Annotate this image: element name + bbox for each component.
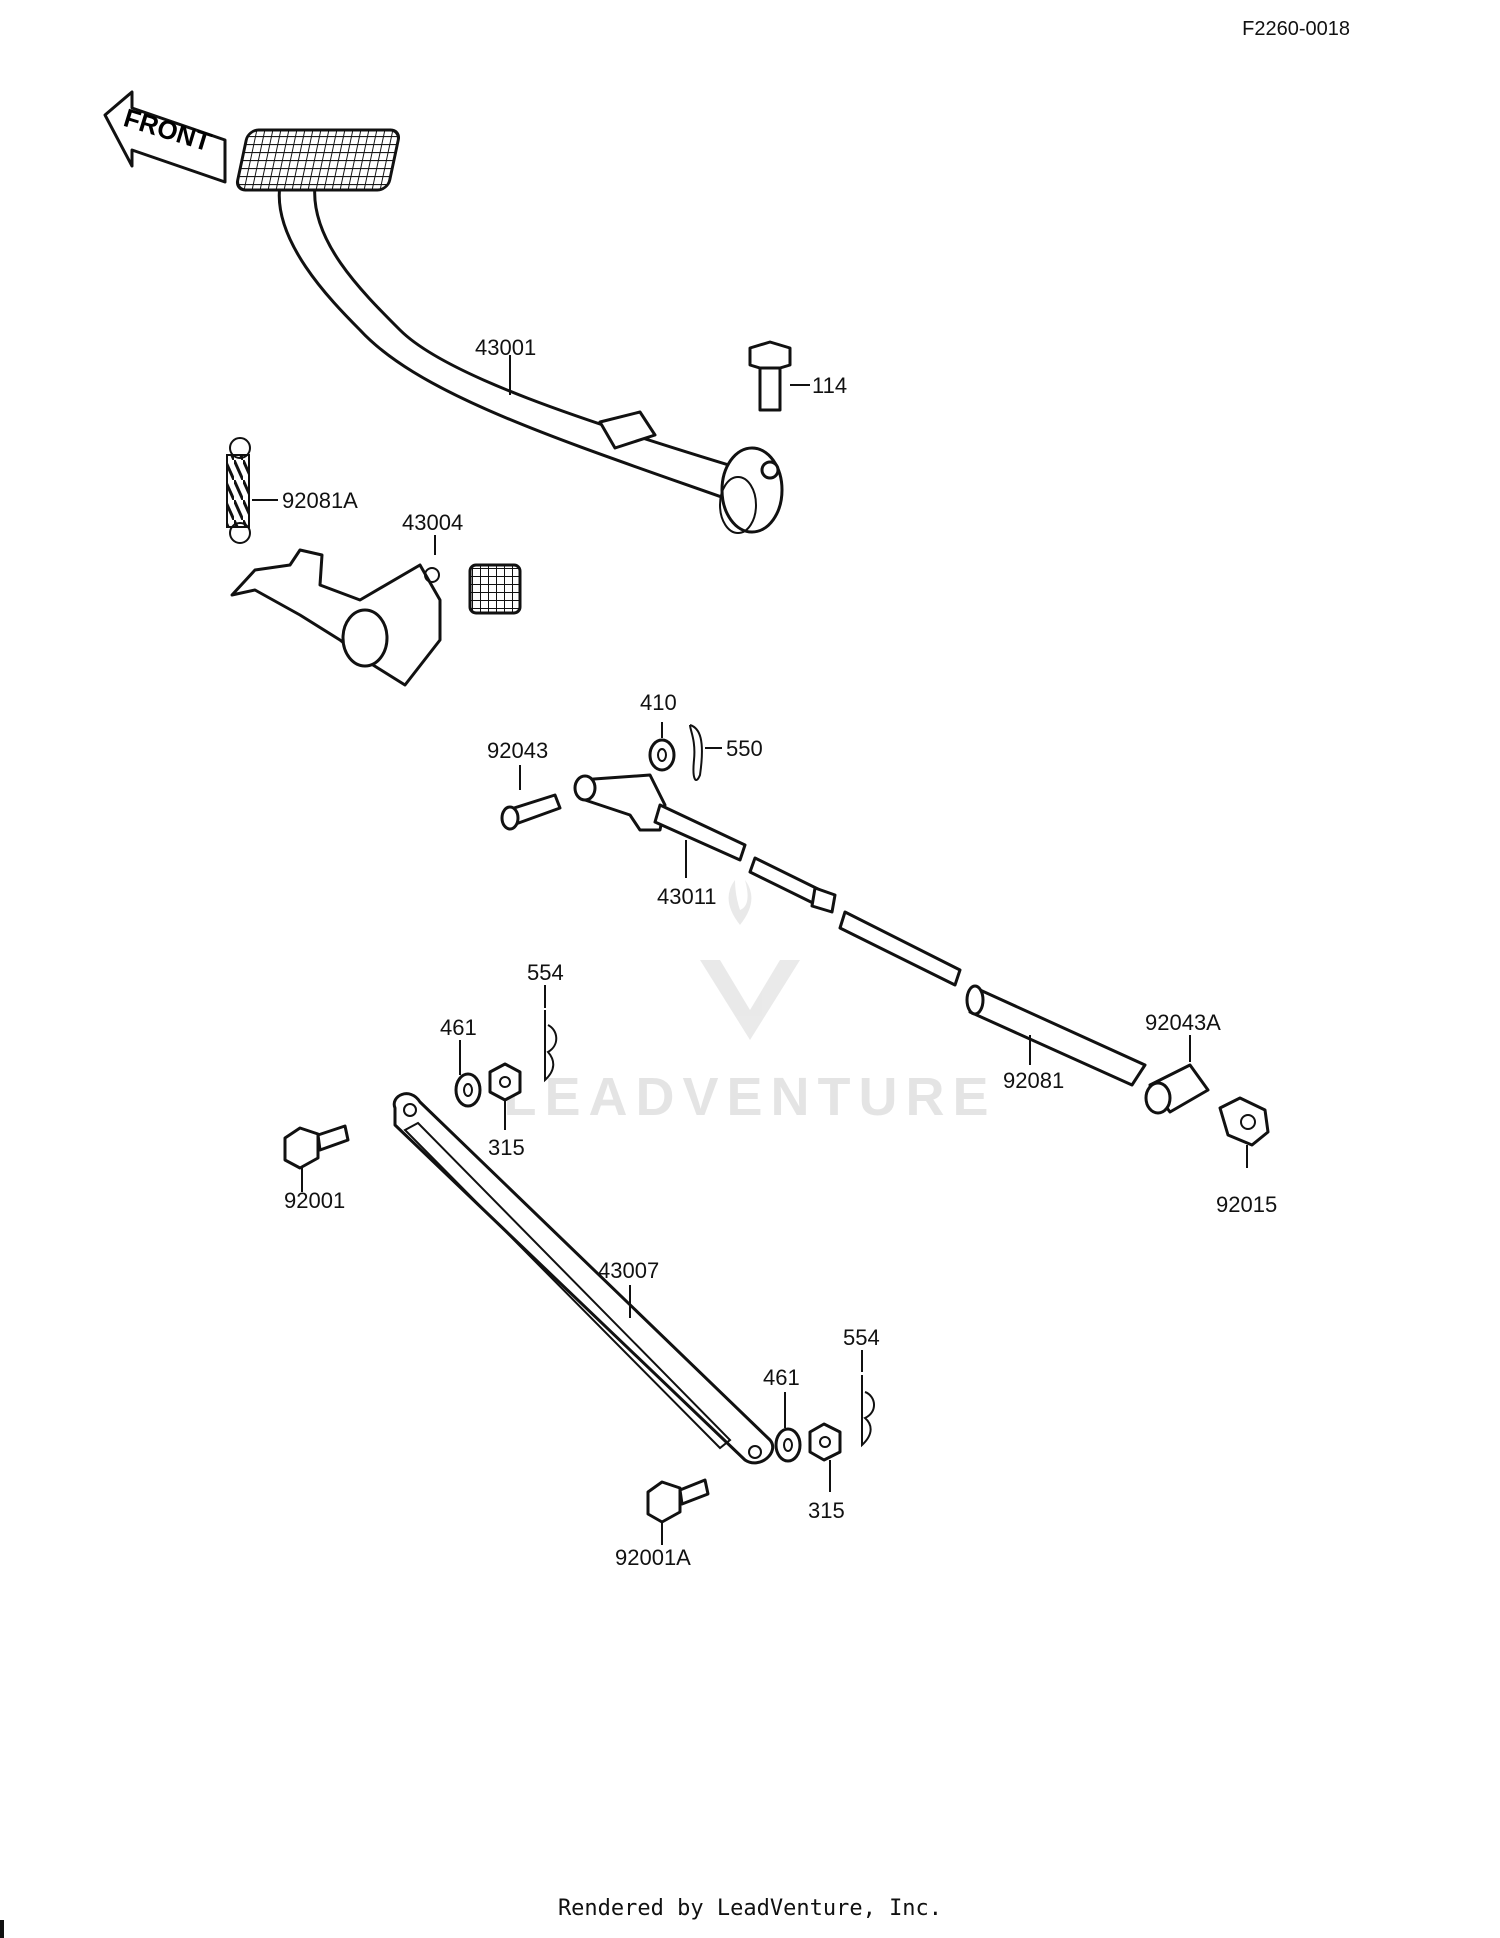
bolt-92001: [283, 1124, 350, 1192]
label-92043a: 92043A: [1145, 1010, 1221, 1035]
watermark-logo: [700, 880, 800, 1040]
diagram-code: F2260-0018: [1242, 18, 1350, 40]
label-43004: 43004: [402, 510, 463, 535]
cotter-pin-550: [689, 724, 722, 781]
nut-315-lower: [808, 1422, 842, 1492]
spring-92081: [965, 984, 1147, 1087]
label-43001: 43001: [475, 335, 536, 360]
spring-92081a: [226, 437, 278, 544]
label-550: 550: [726, 736, 763, 761]
link-rod-43007: [392, 1092, 774, 1465]
bolt-92001a: [646, 1478, 710, 1545]
nut-315-upper: [488, 1062, 522, 1130]
label-92001: 92001: [284, 1188, 345, 1213]
label-92081a: 92081A: [282, 488, 358, 513]
front-arrow-icon: FRONT: [103, 90, 227, 184]
label-554-upper: 554: [527, 960, 564, 985]
brake-shaft-43004: [230, 535, 522, 687]
label-92081: 92081: [1003, 1068, 1064, 1093]
label-554-lower: 554: [843, 1325, 880, 1350]
adjuster-92043a: [1144, 1035, 1210, 1115]
brake-rod-43011: [573, 773, 962, 987]
label-92001a: 92001A: [615, 1545, 691, 1570]
nut-92015: [1218, 1096, 1270, 1168]
label-114: 114: [812, 373, 847, 398]
watermark-text: LEADVENTURE: [503, 1067, 996, 1127]
label-410: 410: [640, 690, 677, 715]
footer-credit: Rendered by LeadVenture, Inc.: [557, 1896, 943, 1921]
pin-92043: [500, 765, 562, 831]
washer-410: [648, 722, 676, 772]
label-43007: 43007: [598, 1258, 659, 1283]
washer-461-lower: [774, 1392, 802, 1463]
label-92015: 92015: [1216, 1192, 1277, 1217]
label-461-lower: 461: [763, 1365, 800, 1390]
washer-461-upper: [454, 1040, 482, 1108]
threaded-end: [838, 910, 962, 987]
snap-pin-554-lower: [861, 1350, 875, 1448]
edge-mark: [0, 1920, 4, 1938]
label-461-upper: 461: [440, 1015, 477, 1040]
label-92043: 92043: [487, 738, 548, 763]
label-43011: 43011: [657, 884, 717, 909]
label-315-lower: 315: [808, 1498, 845, 1523]
label-315-upper: 315: [488, 1135, 525, 1160]
bolt-114: [748, 340, 810, 412]
snap-pin-554-upper: [544, 985, 558, 1083]
brake-pedal-43001: [235, 128, 784, 534]
